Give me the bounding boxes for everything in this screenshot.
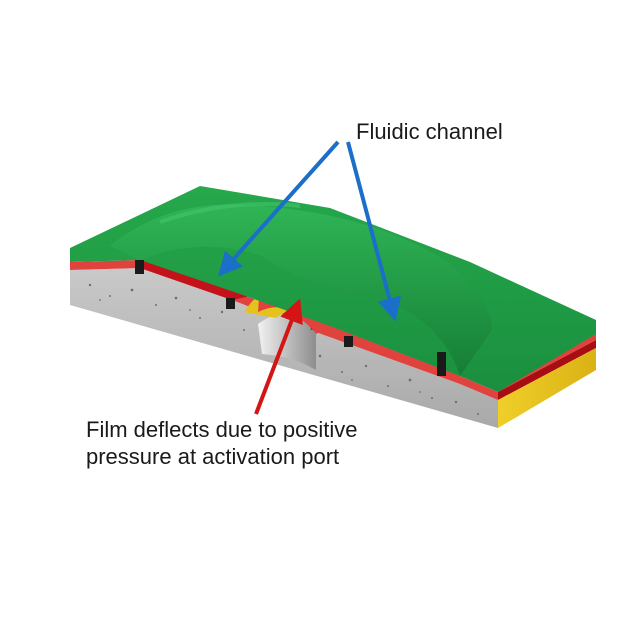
gasket-center-right bbox=[344, 336, 353, 347]
film-deflection-label: Film deflects due to positive pressure a… bbox=[86, 416, 357, 470]
yellow-side-face bbox=[498, 348, 596, 428]
film-label-line-2: pressure at activation port bbox=[86, 444, 340, 469]
substrate-texture bbox=[88, 283, 479, 415]
cover-dome bbox=[110, 204, 492, 376]
red-side-face bbox=[498, 340, 596, 400]
arrow-to-film bbox=[254, 298, 303, 415]
arrow-to-left-channel bbox=[218, 140, 340, 277]
film-label-line-1: Film deflects due to positive bbox=[86, 417, 358, 442]
gasket-left bbox=[135, 260, 144, 274]
arrow-to-right-channel bbox=[346, 141, 402, 322]
port-wall bbox=[258, 314, 316, 370]
gasket-center-left bbox=[226, 298, 235, 309]
fluidic-channel-label: Fluidic channel bbox=[356, 119, 503, 144]
gasket-right bbox=[437, 352, 446, 376]
